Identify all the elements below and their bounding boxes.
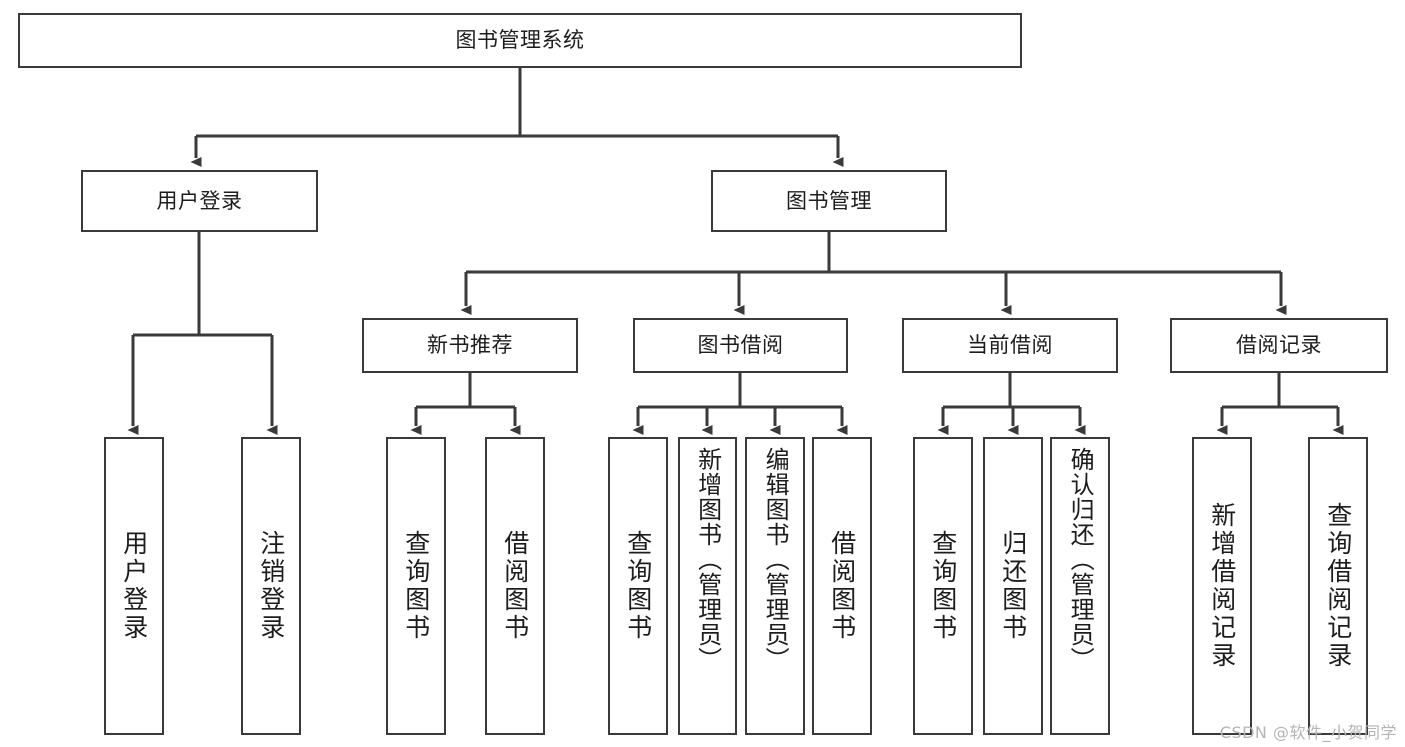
node-book-manage-label: 图书管理 bbox=[786, 188, 872, 213]
node-new-book-recommend[interactable]: 新书推荐 bbox=[362, 318, 578, 373]
node-leaf-borrow-book-2-label: 借阅图书 bbox=[827, 530, 857, 642]
node-leaf-borrow-book-1-label: 借阅图书 bbox=[500, 530, 530, 642]
node-leaf-borrow-book-2[interactable]: 借阅图书 bbox=[812, 437, 872, 735]
node-borrow-record-label: 借阅记录 bbox=[1236, 333, 1322, 358]
node-root-label: 图书管理系统 bbox=[455, 28, 585, 53]
node-leaf-add-book-label: 新增图书（管理员） bbox=[693, 447, 722, 672]
node-user-login-label: 用户登录 bbox=[156, 188, 243, 213]
node-new-book-recommend-label: 新书推荐 bbox=[427, 333, 513, 358]
node-leaf-confirm-return[interactable]: 确认归还（管理员） bbox=[1050, 437, 1110, 735]
node-leaf-user-login-label: 用户登录 bbox=[119, 530, 149, 642]
node-root[interactable]: 图书管理系统 bbox=[18, 13, 1022, 68]
node-leaf-edit-book-label: 编辑图书（管理员） bbox=[761, 447, 790, 672]
node-leaf-user-login[interactable]: 用户登录 bbox=[104, 437, 164, 735]
node-leaf-add-book[interactable]: 新增图书（管理员） bbox=[678, 437, 737, 735]
node-leaf-logout-label: 注销登录 bbox=[256, 530, 286, 642]
watermark-text: CSDN @软件_小贺同学 bbox=[1219, 723, 1397, 742]
node-book-borrow[interactable]: 图书借阅 bbox=[633, 318, 848, 373]
node-user-login[interactable]: 用户登录 bbox=[81, 170, 318, 232]
node-book-manage[interactable]: 图书管理 bbox=[711, 170, 947, 232]
node-leaf-add-record[interactable]: 新增借阅记录 bbox=[1192, 437, 1252, 735]
node-leaf-return-book-label: 归还图书 bbox=[998, 530, 1028, 642]
node-leaf-query-book-1[interactable]: 查询图书 bbox=[386, 437, 446, 735]
node-leaf-query-book-2-label: 查询图书 bbox=[623, 530, 653, 642]
node-book-borrow-label: 图书借阅 bbox=[697, 333, 784, 358]
node-leaf-query-record[interactable]: 查询借阅记录 bbox=[1308, 437, 1368, 735]
node-leaf-query-book-3-label: 查询图书 bbox=[928, 530, 958, 642]
node-current-borrow-label: 当前借阅 bbox=[967, 333, 1053, 358]
node-leaf-query-book-3[interactable]: 查询图书 bbox=[913, 437, 973, 735]
node-leaf-return-book[interactable]: 归还图书 bbox=[983, 437, 1043, 735]
node-current-borrow[interactable]: 当前借阅 bbox=[902, 318, 1118, 373]
node-leaf-add-record-label: 新增借阅记录 bbox=[1207, 502, 1237, 670]
node-leaf-query-record-label: 查询借阅记录 bbox=[1323, 502, 1353, 670]
node-leaf-query-book-2[interactable]: 查询图书 bbox=[608, 437, 668, 735]
node-leaf-query-book-1-label: 查询图书 bbox=[401, 530, 431, 642]
node-leaf-logout[interactable]: 注销登录 bbox=[241, 437, 301, 735]
node-leaf-confirm-return-label: 确认归还（管理员） bbox=[1066, 447, 1095, 672]
node-leaf-borrow-book-1[interactable]: 借阅图书 bbox=[485, 437, 545, 735]
node-leaf-edit-book[interactable]: 编辑图书（管理员） bbox=[745, 437, 805, 735]
node-borrow-record[interactable]: 借阅记录 bbox=[1170, 318, 1388, 373]
